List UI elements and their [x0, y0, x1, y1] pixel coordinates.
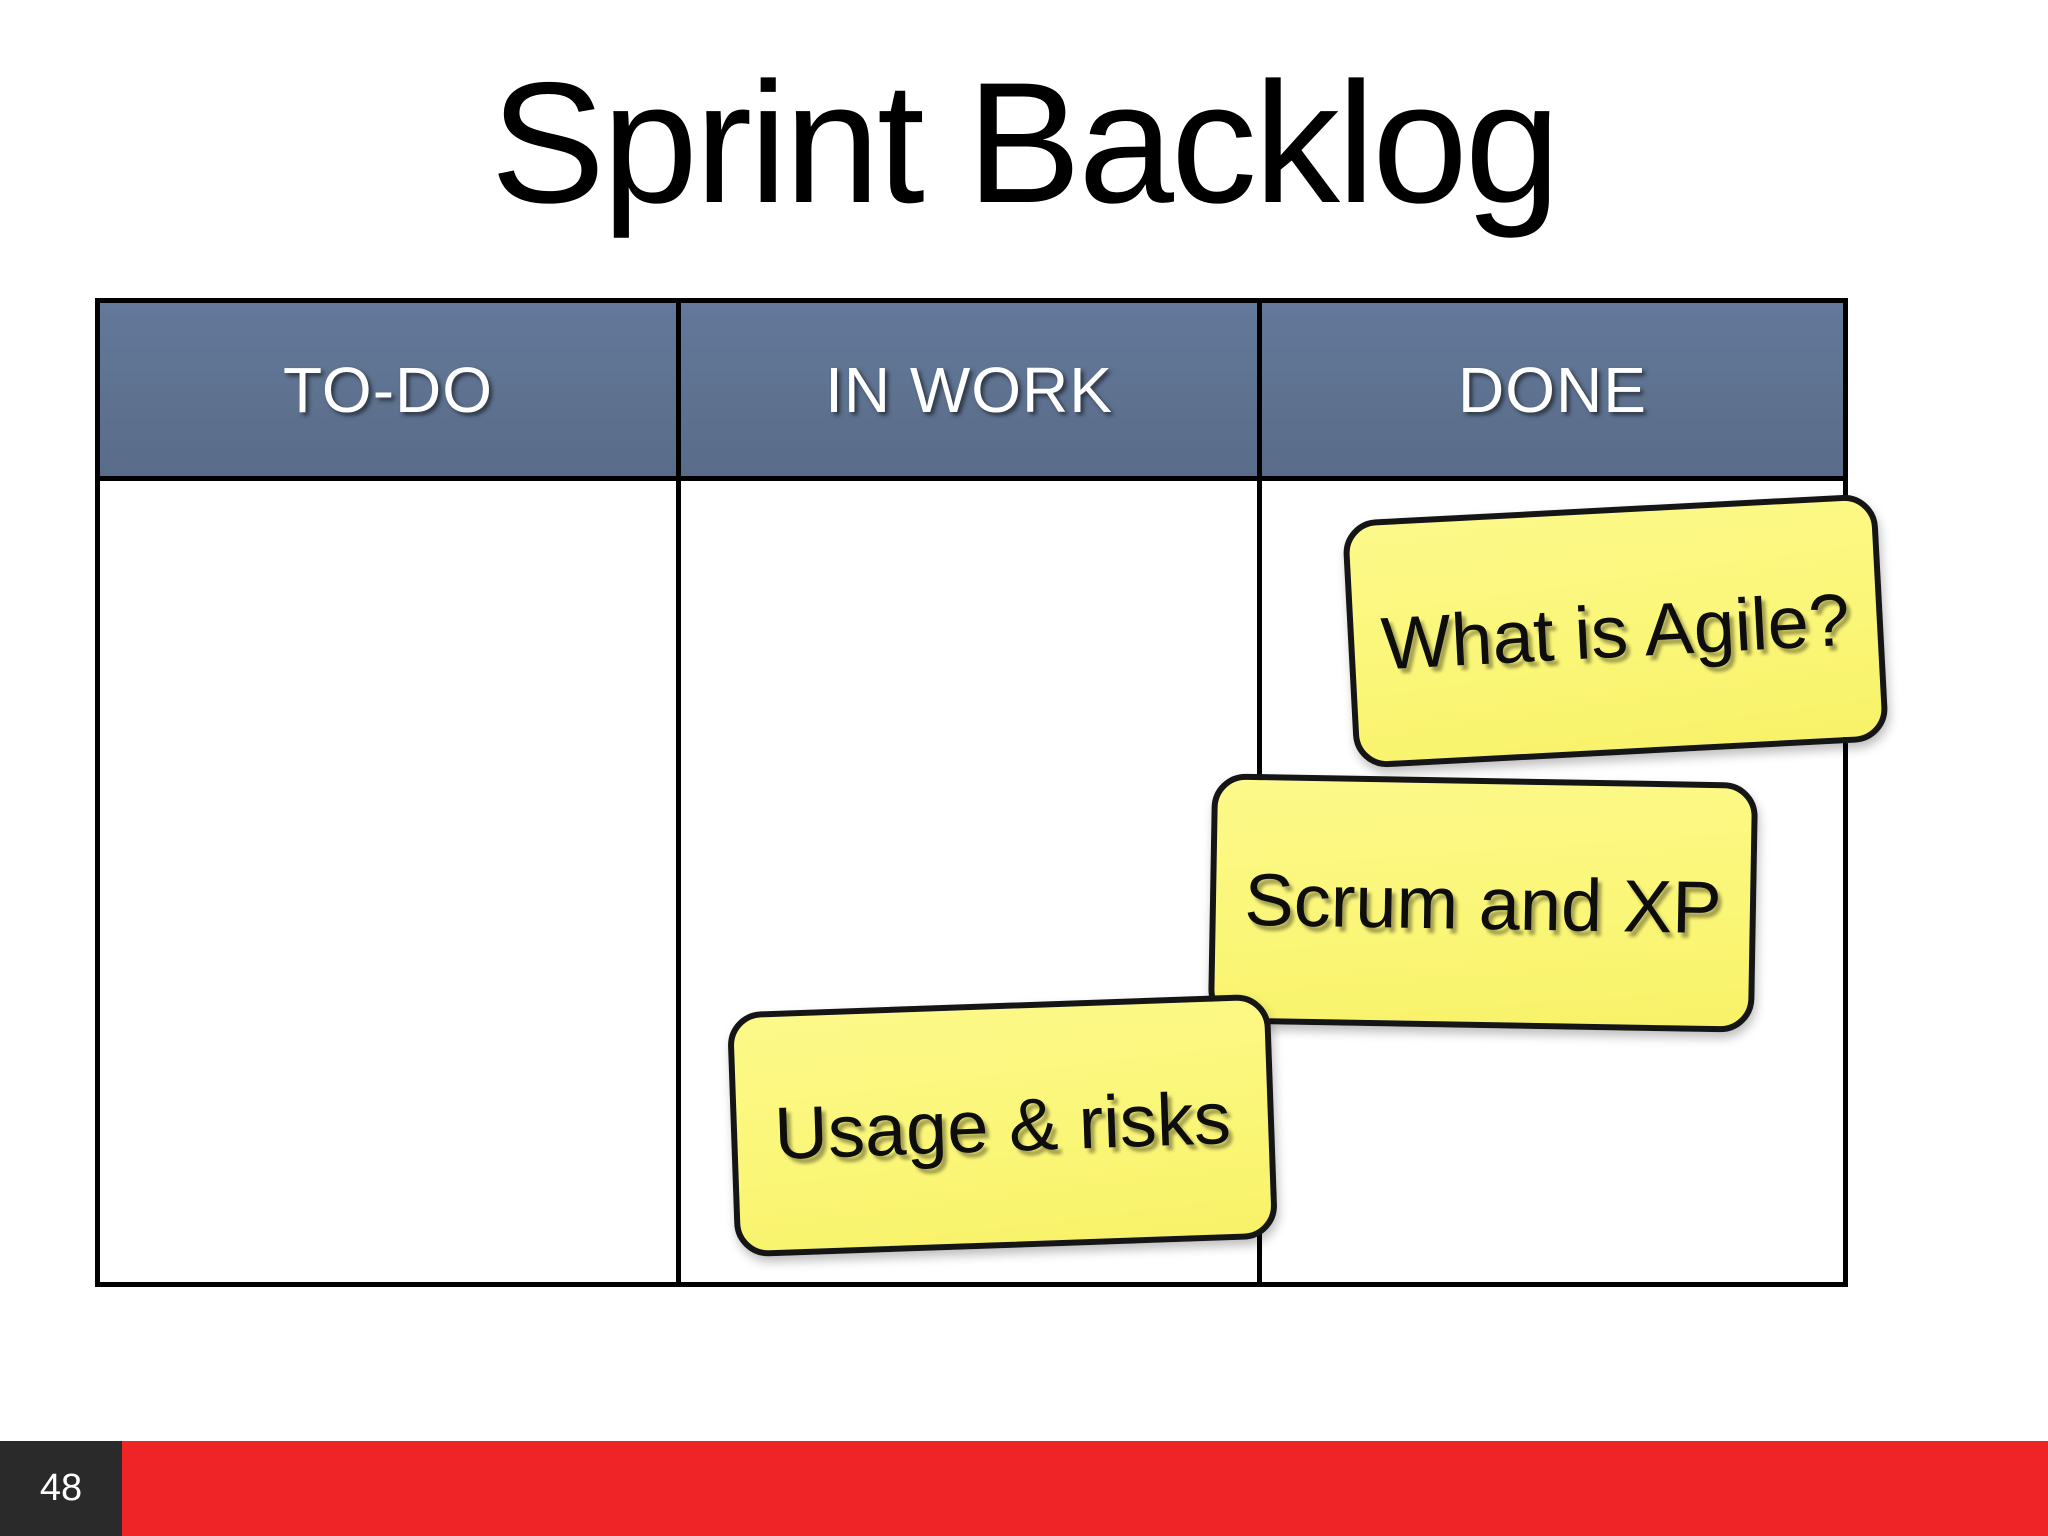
footer-accent-bar: [0, 1441, 2048, 1536]
sticky-note-usage-risks: Usage & risks: [726, 993, 1279, 1258]
sticky-note-label: What is Agile?: [1379, 577, 1852, 685]
column-body-todo: [100, 481, 681, 1282]
page-title: Sprint Backlog: [490, 47, 1560, 239]
page-number-box: 48: [0, 1441, 122, 1536]
sticky-note-what-is-agile: What is Agile?: [1341, 493, 1890, 769]
sticky-note-label: Usage & risks: [772, 1076, 1233, 1175]
sticky-note-label: Scrum and XP: [1243, 857, 1723, 949]
page-number: 48: [39, 1467, 83, 1509]
column-header-todo: TO-DO: [100, 303, 681, 481]
sticky-note-scrum-and-xp: Scrum and XP: [1207, 773, 1759, 1033]
column-header-done: DONE: [1262, 303, 1843, 481]
column-header-inwork: IN WORK: [681, 303, 1262, 481]
